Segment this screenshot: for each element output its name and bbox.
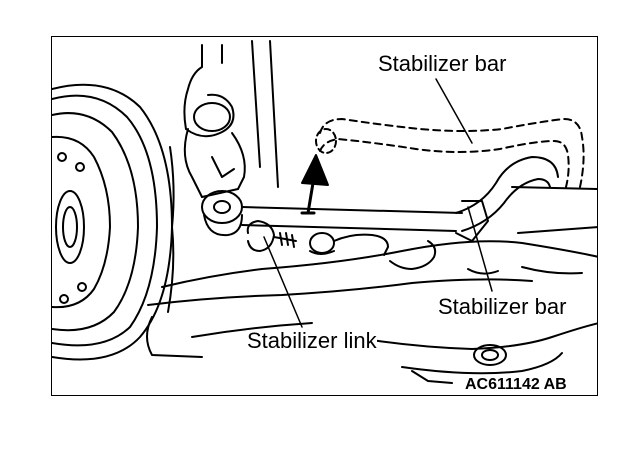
strut-assembly <box>183 40 279 198</box>
stabilizer-bar-removed-outline <box>319 118 585 188</box>
stabilizer-link-removed-outline <box>315 128 337 154</box>
stabilizer-bar-upper-label: Stabilizer bar <box>378 51 507 76</box>
diagram-frame: Stabilizer bar Stabilizer bar Stabilizer… <box>51 36 598 396</box>
stabilizer-bar-installed <box>241 156 597 242</box>
stabilizer-link-label: Stabilizer link <box>247 328 377 353</box>
brake-disc-icon <box>52 83 175 361</box>
stabilizer-bar-removed-outline-inner <box>319 138 570 188</box>
removal-arrow-icon <box>300 154 329 215</box>
suspension-illustration <box>52 40 597 384</box>
stabilizer-bar-lower-label: Stabilizer bar <box>438 294 567 319</box>
stabilizer-link <box>201 190 389 256</box>
figure-code: AC611142 AB <box>465 376 567 393</box>
lower-control-arm <box>146 240 597 384</box>
leader-lines <box>263 78 493 328</box>
